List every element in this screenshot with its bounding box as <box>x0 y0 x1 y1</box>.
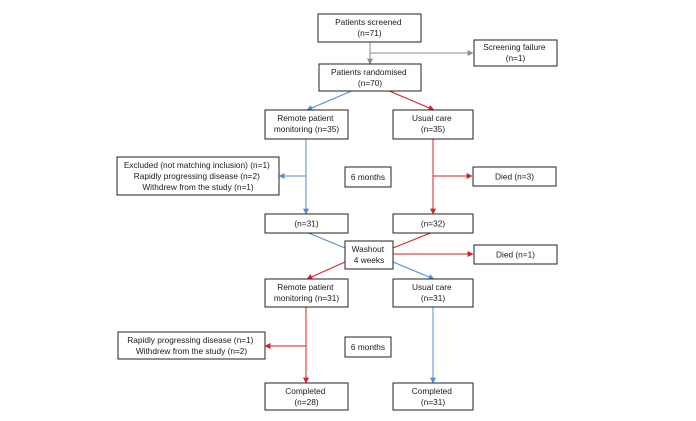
box-line: Rapidly progressing disease (n=1) <box>127 335 253 345</box>
box-line: Completed <box>412 386 453 396</box>
svg-text:Excluded (not matching inclusi: Excluded (not matching inclusion) (n=1) … <box>124 160 272 192</box>
box-line: (n=70) <box>358 78 382 88</box>
box-remote-monitoring-2: Remote patient monitoring (n=31) <box>264 278 349 308</box>
box-line: Usual care <box>412 113 452 123</box>
svg-text:Washout 4 weeks: Washout 4 weeks <box>352 244 387 265</box>
box-line: Usual care <box>412 282 452 292</box>
box-line: (n=35) <box>421 124 445 134</box>
box-line: monitoring (n=31) <box>274 293 339 303</box>
box-line: (n=31) <box>421 397 445 407</box>
box-line: Washout <box>352 244 385 254</box>
box-died-1: Died (n=3) <box>472 166 557 187</box>
svg-text:Died (n=3): Died (n=3) <box>495 172 534 182</box>
box-line: (n=31) <box>294 219 318 229</box>
box-line: Remote patient <box>277 113 334 123</box>
box-line: Screening failure <box>483 42 546 52</box>
box-line: (n=28) <box>294 397 318 407</box>
box-line: (n=31) <box>421 293 445 303</box>
arrow-washout-to-rpm <box>306 261 346 280</box>
svg-text:Rapidly progressing disease (n: Rapidly progressing disease (n=1) Withdr… <box>127 335 255 356</box>
line-usual-to-washout <box>392 231 434 249</box>
box-excluded-period2: Rapidly progressing disease (n=1) Withdr… <box>117 331 266 360</box>
svg-text:Remote patient monitorin: Remote patient monitoring (n=31) <box>274 282 339 303</box>
box-line: Patients screened <box>335 17 402 27</box>
box-line: Died (n=1) <box>496 250 535 260</box>
box-line: 4 weeks <box>354 255 384 265</box>
svg-text:Died (n=1): Died (n=1) <box>496 250 535 260</box>
box-patients-screened: Patients screened (n=71) <box>317 13 422 43</box>
box-line: Withdrew from the study (n=1) <box>142 182 254 192</box>
box-line: Remote patient <box>277 282 334 292</box>
box-line: Withdrew from the study (n=2) <box>136 346 248 356</box>
svg-text:Screening failure (n=1): Screening failure (n=1) <box>483 42 548 63</box>
box-line: (n=1) <box>506 53 526 63</box>
box-patients-randomised: Patients randomised (n=70) <box>318 63 422 92</box>
svg-text:Patients randomised (n=7: Patients randomised (n=70) <box>331 67 409 88</box>
box-screening-failure: Screening failure (n=1) <box>473 39 558 67</box>
svg-text:6 months: 6 months <box>351 342 385 352</box>
box-completed-rpm: Completed (n=28) <box>264 382 349 411</box>
box-excluded-period1: Excluded (not matching inclusion) (n=1) … <box>116 156 280 196</box>
line-rpm-to-washout <box>305 231 346 249</box>
svg-text:(n=32): (n=32) <box>421 219 445 229</box>
box-rpm-after-period1: (n=31) <box>264 213 349 234</box>
box-line: Rapidly progressing disease (n=2) <box>134 171 260 181</box>
box-usual-care-2: Usual care (n=31) <box>392 278 474 308</box>
svg-text:6 months: 6 months <box>351 172 385 182</box>
box-remote-monitoring-1: Remote patient monitoring (n=35) <box>264 109 349 140</box>
box-usual-care-1: Usual care (n=35) <box>392 109 474 140</box>
svg-text:Patients screened (n=71): Patients screened (n=71) <box>335 17 404 38</box>
box-line: 6 months <box>351 342 385 352</box>
box-line: (n=32) <box>421 219 445 229</box>
box-line: (n=71) <box>357 28 381 38</box>
box-completed-usual: Completed (n=31) <box>392 382 474 411</box>
arrow-randomised-to-usual <box>386 89 435 111</box>
svg-text:Usual care (n=31): Usual care (n=31) <box>412 282 454 303</box>
svg-text:Completed (n=31): Completed (n=31) <box>412 386 454 407</box>
box-six-months-1: 6 months <box>344 166 392 188</box>
svg-text:(n=31): (n=31) <box>294 219 318 229</box>
box-line: Completed <box>285 386 326 396</box>
box-line: 6 months <box>351 172 385 182</box>
svg-text:Remote patient monitorin: Remote patient monitoring (n=35) <box>274 113 339 134</box>
box-six-months-2: 6 months <box>344 336 392 358</box>
arrow-randomised-to-rpm <box>306 89 355 111</box>
svg-text:Completed (n=28): Completed (n=28) <box>285 386 327 407</box>
box-line: Excluded (not matching inclusion) (n=1) <box>124 160 270 170</box>
box-usual-after-period1: (n=32) <box>392 213 474 234</box>
box-line: Died (n=3) <box>495 172 534 182</box>
box-line: monitoring (n=35) <box>274 124 339 134</box>
box-line: Patients randomised <box>331 67 407 77</box>
box-washout: Washout 4 weeks <box>344 240 394 270</box>
arrow-washout-to-usual <box>392 261 435 280</box>
box-died-2: Died (n=1) <box>473 244 558 265</box>
svg-text:Usual care (n=35): Usual care (n=35) <box>412 113 454 134</box>
